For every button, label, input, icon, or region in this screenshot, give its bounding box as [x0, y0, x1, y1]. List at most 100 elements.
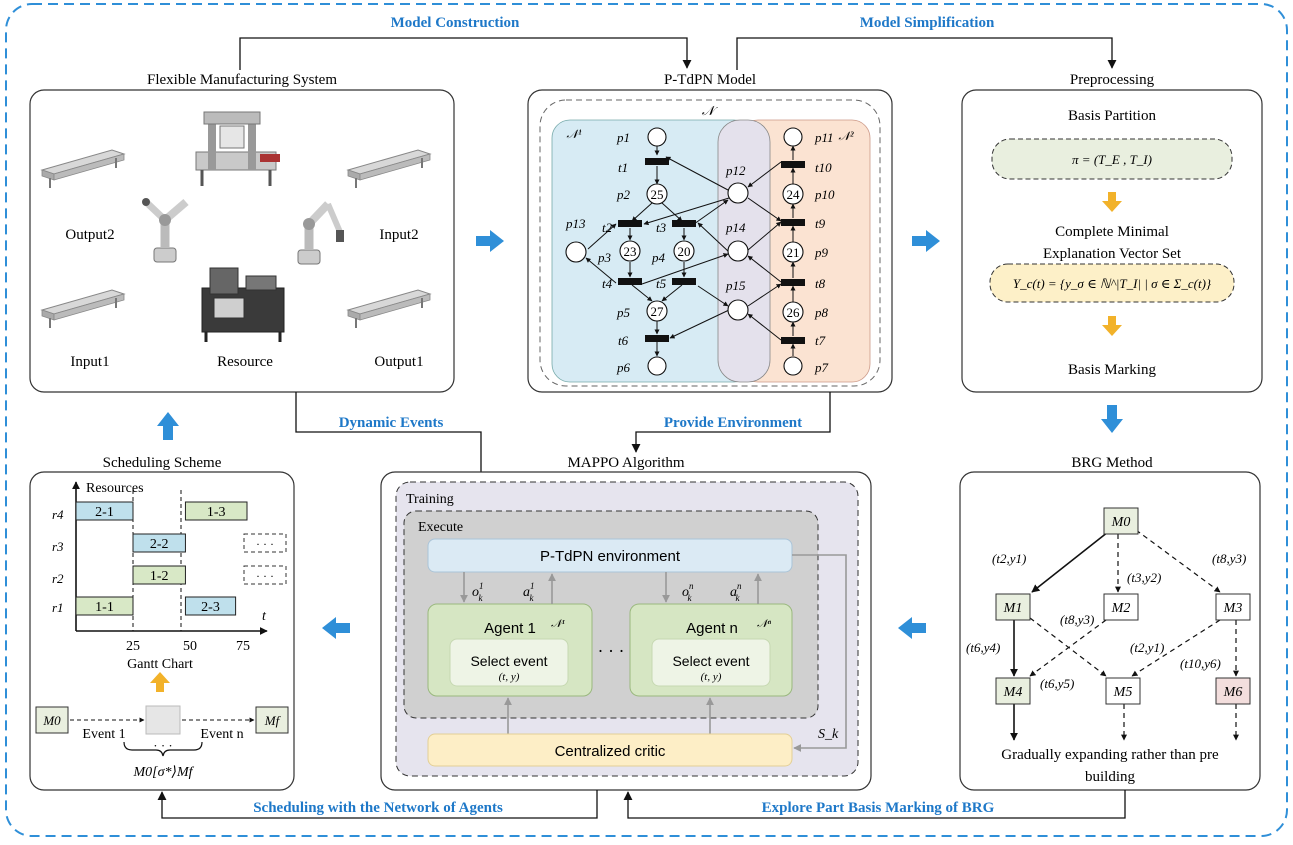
gantt-bar-2-1 — [75, 501, 134, 521]
agent1-action: (t, y) — [499, 671, 520, 683]
label-p8: p8 — [814, 305, 829, 320]
time-label-t5: 27 — [651, 304, 665, 319]
label-t8: t8 — [815, 276, 826, 291]
gantt-placeholder-r2-dots: · · · — [256, 569, 274, 583]
gantt-tick-25: 25 — [126, 639, 140, 654]
brg-edge-label-4: (t6,y4) — [966, 640, 1000, 655]
gantt-bar-1-2 — [132, 565, 186, 585]
brg-caption-line2: building — [1085, 769, 1136, 785]
transition-t3 — [672, 220, 696, 227]
flow-label-model-construction: Model Construction — [391, 15, 520, 31]
pi-formula-box — [991, 138, 1233, 180]
arrow-fms-to-ptdpn — [476, 230, 504, 252]
sequence-formula: M0[σ*⟩Mf — [132, 765, 194, 780]
cmev-label-line1: Complete Minimal — [1055, 224, 1169, 240]
brg-node-m2 — [1103, 593, 1139, 621]
time-label-t2: 25 — [651, 187, 664, 202]
place-p10 — [782, 183, 804, 205]
resource-machine-icon — [201, 267, 285, 342]
place-p3 — [619, 240, 641, 262]
label-p3: p3 — [597, 250, 612, 265]
place-p5 — [646, 300, 668, 322]
arrow-preprocessing-to-brg — [1101, 405, 1123, 433]
state-label: S_k — [818, 727, 839, 742]
robot-arm-left-icon — [142, 198, 189, 263]
transition-t9 — [781, 219, 805, 226]
place-p6 — [647, 356, 667, 376]
brg-edge-label-7: (t6,y5) — [1040, 676, 1074, 691]
env-to-critic — [792, 554, 847, 752]
sequence-m0: M0 — [42, 713, 61, 728]
label-p6: p6 — [616, 360, 631, 375]
flow-label-dynamic-events: Dynamic Events — [339, 415, 444, 431]
label-t7: t7 — [815, 333, 826, 348]
gantt-tick-75: 75 — [236, 639, 250, 654]
brg-node-m4 — [995, 677, 1031, 705]
place-p11 — [783, 127, 803, 147]
flow-label-provide-environment: Provide Environment — [664, 415, 802, 431]
edge-m0-m1 — [1031, 531, 1109, 593]
sequence-eventn: Event n — [200, 727, 243, 742]
label-p7: p7 — [814, 360, 829, 375]
brg-node-m3-label: M3 — [1223, 601, 1243, 616]
y-formula-box — [989, 263, 1235, 303]
fms-label-input2: Input2 — [379, 227, 418, 243]
label-t5: t5 — [656, 276, 667, 291]
label-t1: t1 — [618, 160, 628, 175]
agent1-select-box — [449, 638, 569, 687]
gantt-caption: Gantt Chart — [127, 657, 193, 672]
brg-edge-label-8: (t10,y6) — [1180, 656, 1221, 671]
gantt-tick-50: 50 — [183, 639, 197, 654]
pi-formula: π = (T_E , T_I) — [1072, 152, 1152, 167]
gantt-bar-1-1 — [75, 596, 134, 616]
y-formula: Y_c(t) = {y_σ ∈ ℕ^|T_I| | σ ∈ Σ_c(t)} — [1013, 276, 1212, 291]
gantt-axis-label: Resources — [86, 481, 144, 496]
gantt-time-label: t — [262, 609, 267, 624]
arrow-mappo-to-schedule — [322, 617, 350, 639]
gantt-bar-label-2-1: 2-1 — [95, 505, 114, 520]
ptdpn-places — [565, 127, 804, 376]
transition-t4 — [618, 278, 642, 285]
transition-t7 — [781, 337, 805, 344]
critic-box — [427, 733, 793, 767]
gantt-placeholder-r2 — [243, 565, 287, 585]
agent1-label: Agent 1 — [484, 620, 536, 637]
sequence-m0-box — [35, 706, 69, 734]
place-p15 — [727, 299, 749, 321]
critic-label: Centralized critic — [555, 743, 666, 760]
gantt-bar-label-1-3: 1-3 — [207, 505, 226, 520]
label-t4: t4 — [602, 276, 613, 291]
label-p11: p11 — [814, 130, 834, 145]
label-t10: t10 — [815, 160, 832, 175]
place-p14 — [727, 240, 749, 262]
cmev-label-line2: Explanation Vector Set — [1043, 246, 1182, 262]
label-p9: p9 — [814, 245, 829, 260]
flow-label-scheduling-network: Scheduling with the Network of Agents — [253, 800, 503, 816]
gantt-row-r1: r1 — [52, 600, 64, 615]
gantt-bar-2-2 — [132, 533, 186, 553]
agentn-select-label: Select event — [672, 653, 749, 669]
agent1-net: 𝒩¹ — [551, 618, 565, 630]
agentn-net: 𝒩ⁿ — [757, 618, 772, 630]
place-p1 — [647, 127, 667, 147]
connector-explore-brg — [623, 790, 1126, 819]
label-p1: p1 — [616, 130, 630, 145]
brg-title: BRG Method — [1071, 455, 1153, 471]
preprocessing-title: Preprocessing — [1070, 72, 1155, 88]
connector-scheduling-network — [157, 790, 598, 819]
brg-node-m5-label: M5 — [1113, 685, 1133, 700]
time-label-t9: 21 — [787, 245, 800, 260]
fms-panel — [29, 89, 455, 393]
sequence-mf-box — [255, 706, 289, 734]
fms-label-output1: Output1 — [374, 354, 423, 370]
connector-model-construction — [239, 37, 692, 70]
flow-label-model-simplification: Model Simplification — [860, 15, 995, 31]
ptdpn-title: P-TdPN Model — [664, 72, 756, 88]
gantt-bar-label-1-1: 1-1 — [95, 600, 114, 615]
brg-node-m2-label: M2 — [1111, 601, 1131, 616]
agentn-label: Agent n — [686, 620, 738, 637]
